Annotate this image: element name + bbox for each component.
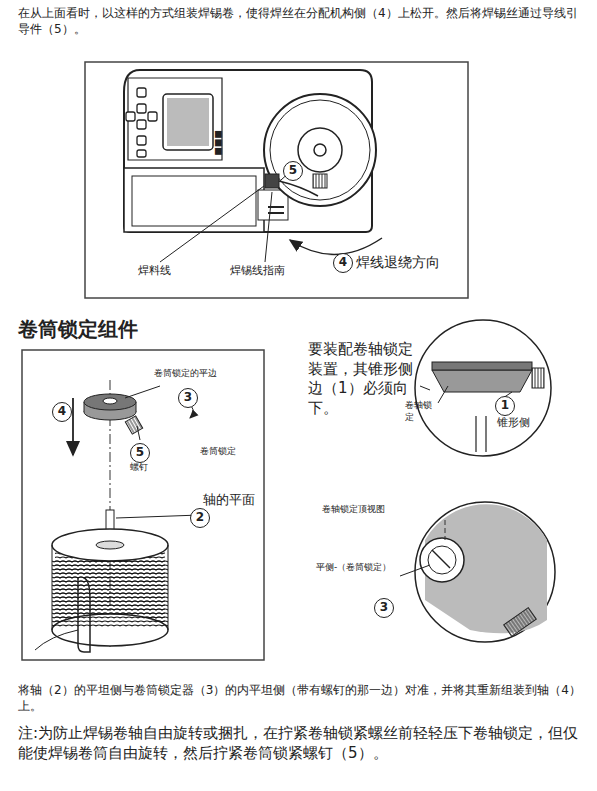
part-label: 卷筒锁定的平边: [154, 368, 217, 380]
part-label: 焊锡线指南: [230, 264, 285, 278]
callout-number: 5: [283, 161, 303, 181]
note-text: 要装配卷轴锁定装置，其锥形侧边（1）必须向下。: [308, 340, 420, 418]
svg-text:■■■: ■■■: [214, 130, 224, 156]
instruction-text: 在从上面看时，以这样的方式组装焊锡卷，使得焊丝在分配机构侧（4）上松开。然后将焊…: [18, 6, 583, 37]
callout-number: 4: [333, 253, 353, 273]
part-label: 焊料线: [138, 264, 171, 278]
callout-number: 1: [495, 396, 515, 416]
part-label: 卷轴锁定: [405, 400, 435, 423]
part-label: 螺钉: [130, 462, 148, 474]
part-label: 轴的平面: [203, 492, 255, 509]
callout-number: 3: [178, 388, 198, 408]
part-label: 锥形侧: [497, 416, 530, 430]
part-label: 卷轴锁定顶视图: [322, 504, 385, 516]
callout-number: 2: [190, 508, 210, 528]
instruction-text: 注:为防止焊锡卷轴自由旋转或捆扎，在拧紧卷轴锁紧螺丝前轻轻压下卷轴锁定，但仅能使…: [18, 724, 583, 763]
part-label: 焊线退绕方向: [356, 253, 440, 271]
callout-number: 5: [130, 443, 150, 463]
callout-number: 3: [374, 598, 394, 618]
part-label: 卷筒锁定: [200, 446, 236, 458]
instruction-text: 将轴（2）的平坦侧与卷筒锁定器（3）的内平坦侧（带有螺钉的那一边）对准，并将其重…: [18, 683, 583, 714]
callout-number: 4: [52, 402, 72, 422]
section-title: 卷筒锁定组件: [18, 316, 138, 342]
part-label: 平侧-（卷筒锁定）: [316, 562, 396, 574]
